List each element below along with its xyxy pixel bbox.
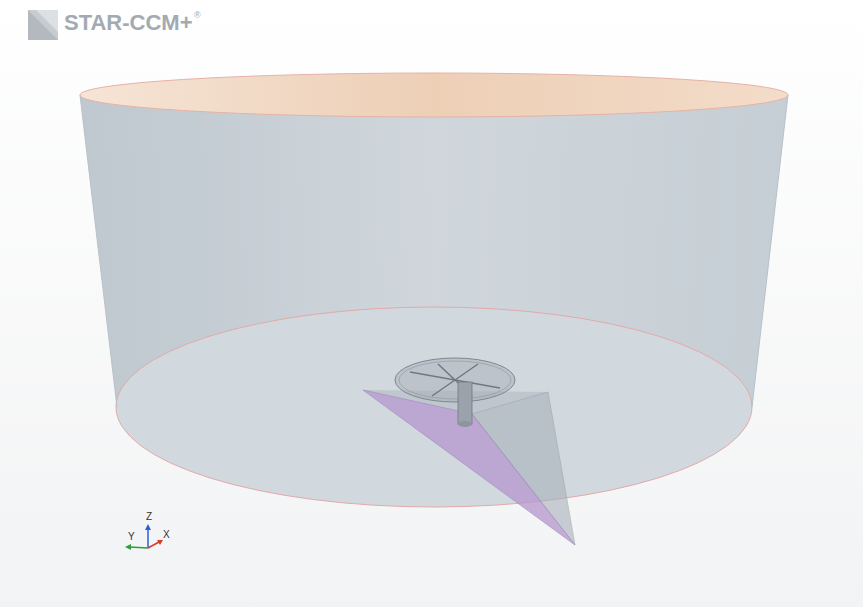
logo-icon [28, 10, 58, 40]
axis-label: X [163, 530, 170, 540]
domain-top [80, 73, 788, 117]
trademark-mark: ® [194, 11, 201, 20]
rotor [395, 358, 515, 427]
logo-text: STAR-CCM+ [64, 12, 193, 34]
axis-triad [125, 524, 163, 550]
axis-label: Z [146, 512, 152, 522]
axis-label: Y [128, 532, 135, 542]
